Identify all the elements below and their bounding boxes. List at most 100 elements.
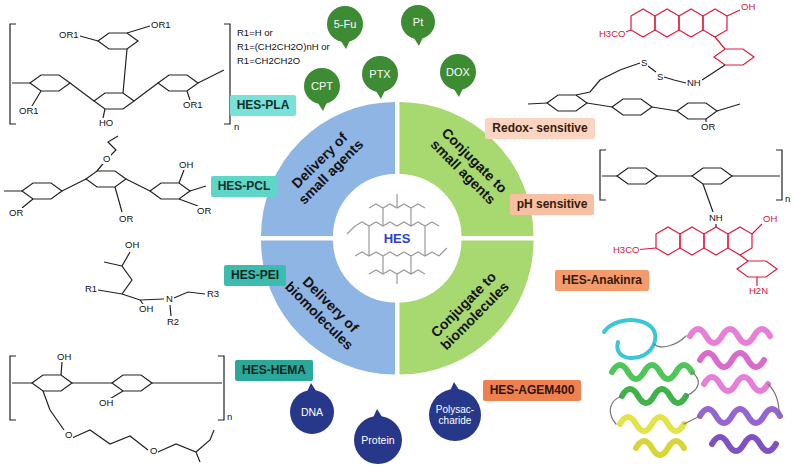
bubble-body [290,390,334,434]
structure-label: OH [56,352,72,362]
structure-label: OH [138,304,154,314]
structure-label: R1 [84,284,98,294]
bubble-body [429,389,481,441]
ring [617,168,657,184]
system-tag: HES-HEMA [235,360,313,381]
drug-ring [703,9,727,37]
ph-conjugate-structure [600,150,782,286]
hema-structure [10,356,224,462]
structure-label: OH [124,240,140,250]
drug-sugar [714,49,754,65]
ring [98,33,138,49]
structure-label: R1=H or [236,28,274,38]
bubble-tail [452,86,464,97]
protein-ribbon [604,320,780,455]
sector-shape [261,241,395,375]
drug-ring [631,9,655,37]
node-label: HES-PEI [231,268,279,283]
bonds [98,252,205,316]
structure-label: H2N [748,286,769,296]
system-tag: HES-AGEM400 [483,380,582,401]
drug-ring [679,9,703,37]
helix-pink [704,377,768,391]
structure-label: R1=(CH2CH2O)nH or [236,42,331,52]
drug-ring [655,9,679,37]
ribbon-cyan [604,320,655,358]
bubble-body [327,6,363,42]
bubble-tail [372,409,384,420]
structure-label: OR [118,214,134,224]
structure-label: OR [8,208,24,218]
bubble-tail [449,382,461,393]
drug-ring [704,227,728,255]
drug-bubble: PTX [362,56,398,100]
node-label: HES-AGEM400 [490,383,575,398]
structure-label: NH [708,213,724,223]
structure-label: H3CO [598,29,626,39]
structure-label: OH [740,2,756,12]
structure-label: O [149,446,158,456]
node-label: HES-PLA [237,98,290,113]
helix-pink [690,329,770,343]
system-tag: HES-Anakinra [555,270,649,291]
bonds [10,24,230,124]
structure-label: S [656,72,664,82]
ring [22,183,62,199]
bubble-body [304,68,340,104]
bubble-body [354,416,402,464]
bubble-tail [339,38,351,49]
structure-label: n [784,194,791,204]
node-label: pH sensitive [517,197,588,212]
structure-label: R2 [166,317,180,327]
sector-shape [400,241,534,375]
helix-purple [700,409,780,423]
structure-label: OH [178,160,194,170]
node-label: HES-Anakinra [562,273,642,288]
pei-structure [98,252,205,316]
bonds [528,63,740,122]
bonds [4,136,206,212]
ring [32,375,72,391]
ring [30,75,70,91]
helix-yellow [620,417,684,431]
structure-label: O [64,430,73,440]
ring [692,168,732,184]
node-label: 5-Fu [331,18,359,31]
node-label: DOX [444,66,472,79]
node-label: Protein [358,434,398,446]
drug-bonds [620,10,740,49]
node-label: CPT [308,80,336,93]
structure-label: OR1 [150,20,172,30]
ring [150,183,190,199]
redox-conjugate-structure [528,9,754,122]
structure-label: OH [762,214,778,224]
bonds [600,150,782,227]
structure-label: OH [98,398,114,408]
ring [86,171,126,187]
node-label: HES-PCL [218,179,271,194]
cargo-bubble: Protein [354,408,402,464]
bonds [10,356,224,462]
structure-label: NH [686,78,702,88]
bubble-tail [412,35,424,46]
system-tag: HES-PLA [230,95,297,116]
structure-label: O [102,154,111,164]
drug-ring [656,227,680,255]
system-tag: Redox- sensitive [485,118,594,139]
structure-label: N [165,294,174,304]
system-tag: pH sensitive [510,194,595,215]
hub-disc [339,180,455,296]
hes-branches [347,194,447,284]
drug-bonds [634,224,762,286]
drug-sugar [737,261,777,277]
structure-label: H3CO [612,245,640,255]
ring [94,93,134,109]
ring [612,99,652,115]
structure-label: R1=CH2CH2O [236,56,301,66]
structure-label: OR1 [182,100,204,110]
bubble-body [401,5,435,39]
node-label: Redox- sensitive [492,121,587,136]
bubble-body [440,54,476,90]
drug-bubble: 5-Fu [327,6,363,50]
